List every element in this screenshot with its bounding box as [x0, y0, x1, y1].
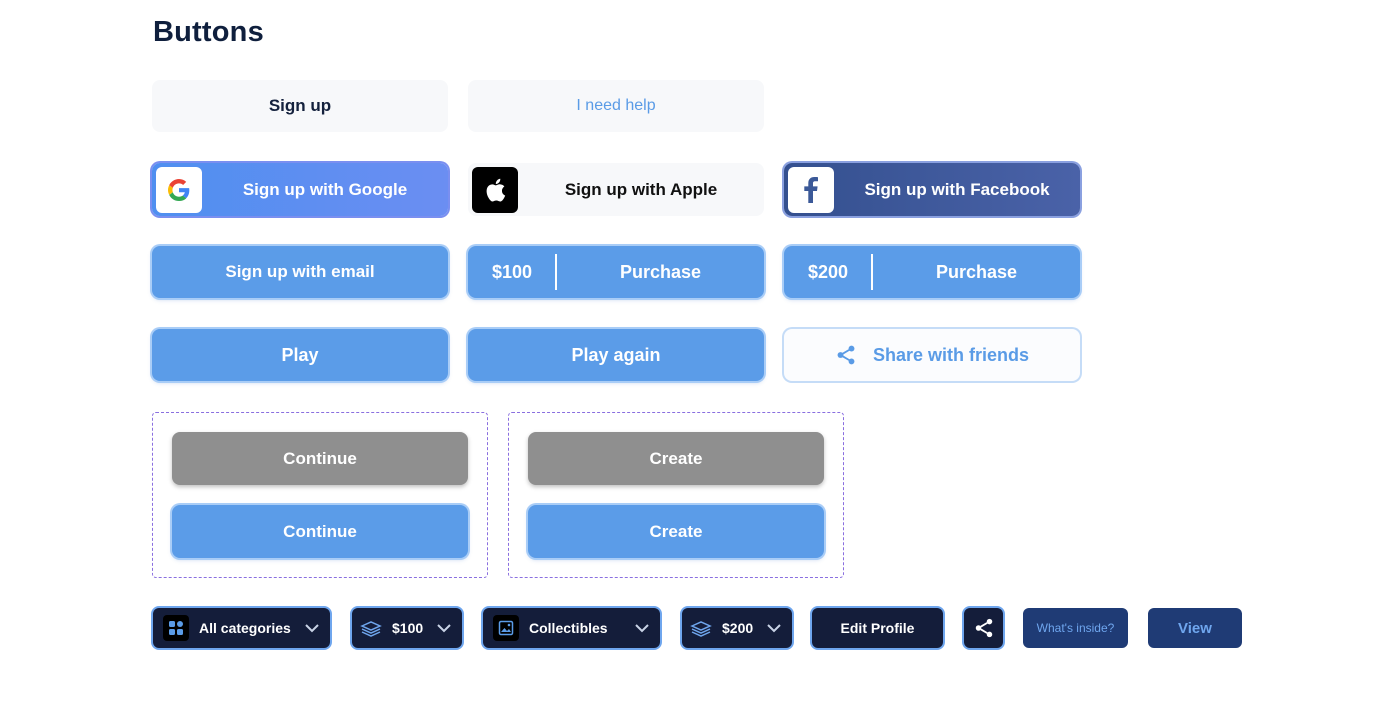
help-button[interactable]: I need help [468, 80, 764, 132]
whats-inside-button[interactable]: What's inside? [1023, 608, 1128, 648]
price-label: $100 [392, 620, 424, 636]
apple-signup-label: Sign up with Apple [564, 179, 718, 199]
continue-button[interactable]: Continue [172, 505, 468, 558]
edit-profile-button[interactable]: Edit Profile [812, 608, 943, 648]
price-200-dropdown[interactable]: $200 [682, 608, 792, 648]
purchase-label: Purchase [935, 261, 1018, 282]
chevron-down-icon [304, 623, 320, 633]
sign-up-button[interactable]: Sign up [152, 80, 448, 132]
share-with-friends-button[interactable]: Share with friends [784, 329, 1080, 381]
chevron-down-icon [766, 623, 782, 633]
price-label: $100 [491, 261, 533, 282]
divider [555, 254, 557, 290]
purchase-200-button[interactable]: $200 Purchase [784, 246, 1080, 298]
play-again-button[interactable]: Play again [468, 329, 764, 381]
create-states-group [508, 412, 844, 578]
grid-icon [163, 615, 189, 641]
continue-states-group [152, 412, 488, 578]
google-signup-label: Sign up with Google [242, 179, 408, 199]
price-label: $200 [722, 620, 754, 636]
price-label: $200 [807, 261, 849, 282]
facebook-signup-button[interactable]: Sign up with Facebook [784, 163, 1080, 216]
dropdown-label: All categories [199, 620, 291, 636]
image-icon [493, 615, 519, 641]
collectibles-dropdown[interactable]: Collectibles [483, 608, 660, 648]
divider [871, 254, 873, 290]
view-button[interactable]: View [1148, 608, 1242, 648]
apple-signup-button[interactable]: Sign up with Apple [468, 163, 764, 216]
share-label: Share with friends [872, 344, 1030, 365]
create-button[interactable]: Create [528, 505, 824, 558]
dropdown-label: Collectibles [529, 620, 608, 636]
facebook-icon [788, 167, 834, 213]
share-icon [973, 617, 995, 639]
chevron-down-icon [634, 623, 650, 633]
create-disabled-button[interactable]: Create [528, 432, 824, 485]
purchase-label: Purchase [619, 261, 702, 282]
money-stack-icon [358, 615, 384, 641]
share-icon [835, 344, 857, 366]
google-signup-button[interactable]: Sign up with Google [152, 163, 448, 216]
page-title: Buttons [153, 16, 264, 48]
apple-icon [472, 167, 518, 213]
facebook-signup-label: Sign up with Facebook [864, 179, 1050, 199]
price-100-dropdown[interactable]: $100 [352, 608, 462, 648]
purchase-100-button[interactable]: $100 Purchase [468, 246, 764, 298]
edit-profile-label: Edit Profile [840, 620, 915, 636]
continue-disabled-button[interactable]: Continue [172, 432, 468, 485]
google-icon [156, 167, 202, 213]
email-signup-button[interactable]: Sign up with email [152, 246, 448, 298]
play-button[interactable]: Play [152, 329, 448, 381]
chevron-down-icon [436, 623, 452, 633]
share-icon-button[interactable] [964, 608, 1003, 648]
categories-dropdown[interactable]: All categories [153, 608, 330, 648]
money-stack-icon [688, 615, 714, 641]
